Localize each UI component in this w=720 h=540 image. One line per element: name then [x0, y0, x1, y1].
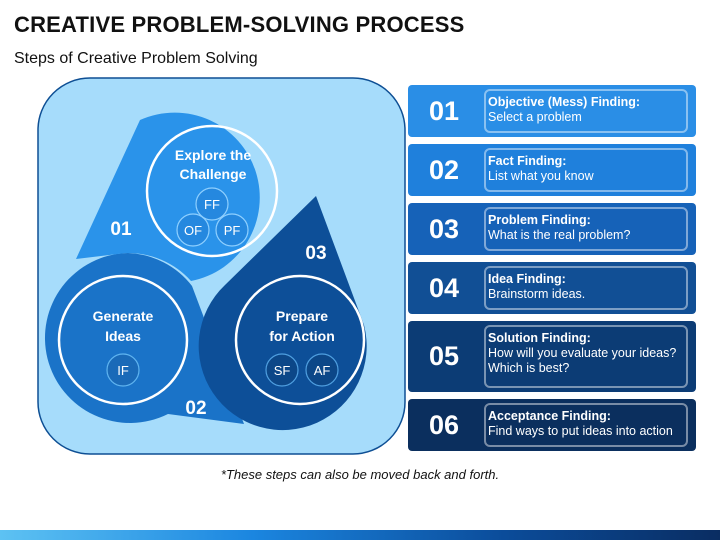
step-number: 01: [428, 96, 460, 126]
step-description: Brainstorm ideas.: [488, 287, 586, 301]
step-card-06: 06 Acceptance Finding: Find ways to put …: [408, 399, 696, 451]
step-panel: Problem Finding: What is the real proble…: [484, 207, 688, 251]
stage2-number: 02: [185, 398, 206, 419]
step-title: Acceptance Finding:: [488, 409, 611, 423]
bottom-accent-bar: [0, 530, 720, 540]
step-panel: Objective (Mess) Finding: Select a probl…: [484, 89, 688, 133]
step-panel: Fact Finding: List what you know: [484, 148, 688, 192]
step-description: List what you know: [488, 169, 594, 183]
stage3-number: 03: [305, 243, 326, 264]
step-panel: Acceptance Finding: Find ways to put ide…: [484, 403, 688, 447]
tag-ff: FF: [204, 197, 220, 212]
step-title: Idea Finding:: [488, 272, 566, 286]
step-title: Problem Finding:: [488, 213, 591, 227]
step-card-05: 05 Solution Finding: How will you evalua…: [408, 321, 696, 392]
tag-sf: SF: [274, 363, 291, 378]
step-card-02: 02 Fact Finding: List what you know: [408, 144, 696, 196]
step-description: How will you evaluate your ideas?: [488, 346, 677, 360]
stage2-label-line2: Ideas: [105, 328, 141, 344]
tag-pf: PF: [224, 223, 241, 238]
step-number: 02: [428, 155, 460, 185]
step-card-01: 01 Objective (Mess) Finding: Select a pr…: [408, 85, 696, 137]
step-title: Solution Finding:: [488, 331, 591, 345]
tag-of: OF: [184, 223, 202, 238]
tag-if: IF: [117, 363, 129, 378]
step-description: What is the real problem?: [488, 228, 631, 242]
stage3-label-line1: Prepare: [276, 308, 328, 324]
stage1-number: 01: [110, 219, 132, 240]
footnote: *These steps can also be moved back and …: [220, 467, 500, 482]
step-title: Objective (Mess) Finding:: [488, 95, 641, 109]
stage-prepare-for-action: Prepare for Action SF AF 03: [198, 196, 367, 431]
stage1-label-line1: Explore the: [175, 147, 251, 163]
stage1-label-line2: Challenge: [180, 166, 247, 182]
step-number: 03: [428, 214, 460, 244]
step-number: 06: [428, 410, 460, 440]
stage-explore-the-challenge: Explore the Challenge FF OF PF 01: [76, 112, 279, 281]
step-number: 05: [428, 341, 460, 371]
stage2-label-line1: Generate: [93, 308, 154, 324]
step-number: 04: [428, 273, 460, 303]
step-description: Which is best?: [488, 361, 570, 375]
step-title: Fact Finding:: [488, 154, 567, 168]
step-card-03: 03 Problem Finding: What is the real pro…: [408, 203, 696, 255]
page-subtitle: Steps of Creative Problem Solving: [14, 50, 258, 67]
stage-generate-ideas: Generate Ideas IF 02: [44, 253, 244, 424]
tag-af: AF: [314, 363, 331, 378]
page-title: CREATIVE PROBLEM-SOLVING PROCESS: [14, 12, 465, 37]
step-description: Select a problem: [488, 110, 582, 124]
step-card-04: 04 Idea Finding: Brainstorm ideas.: [408, 262, 696, 314]
step-panel: Solution Finding: How will you evaluate …: [484, 325, 688, 388]
step-description: Find ways to put ideas into action: [488, 424, 673, 438]
stage3-label-line2: for Action: [269, 328, 335, 344]
step-panel: Idea Finding: Brainstorm ideas.: [484, 266, 688, 310]
